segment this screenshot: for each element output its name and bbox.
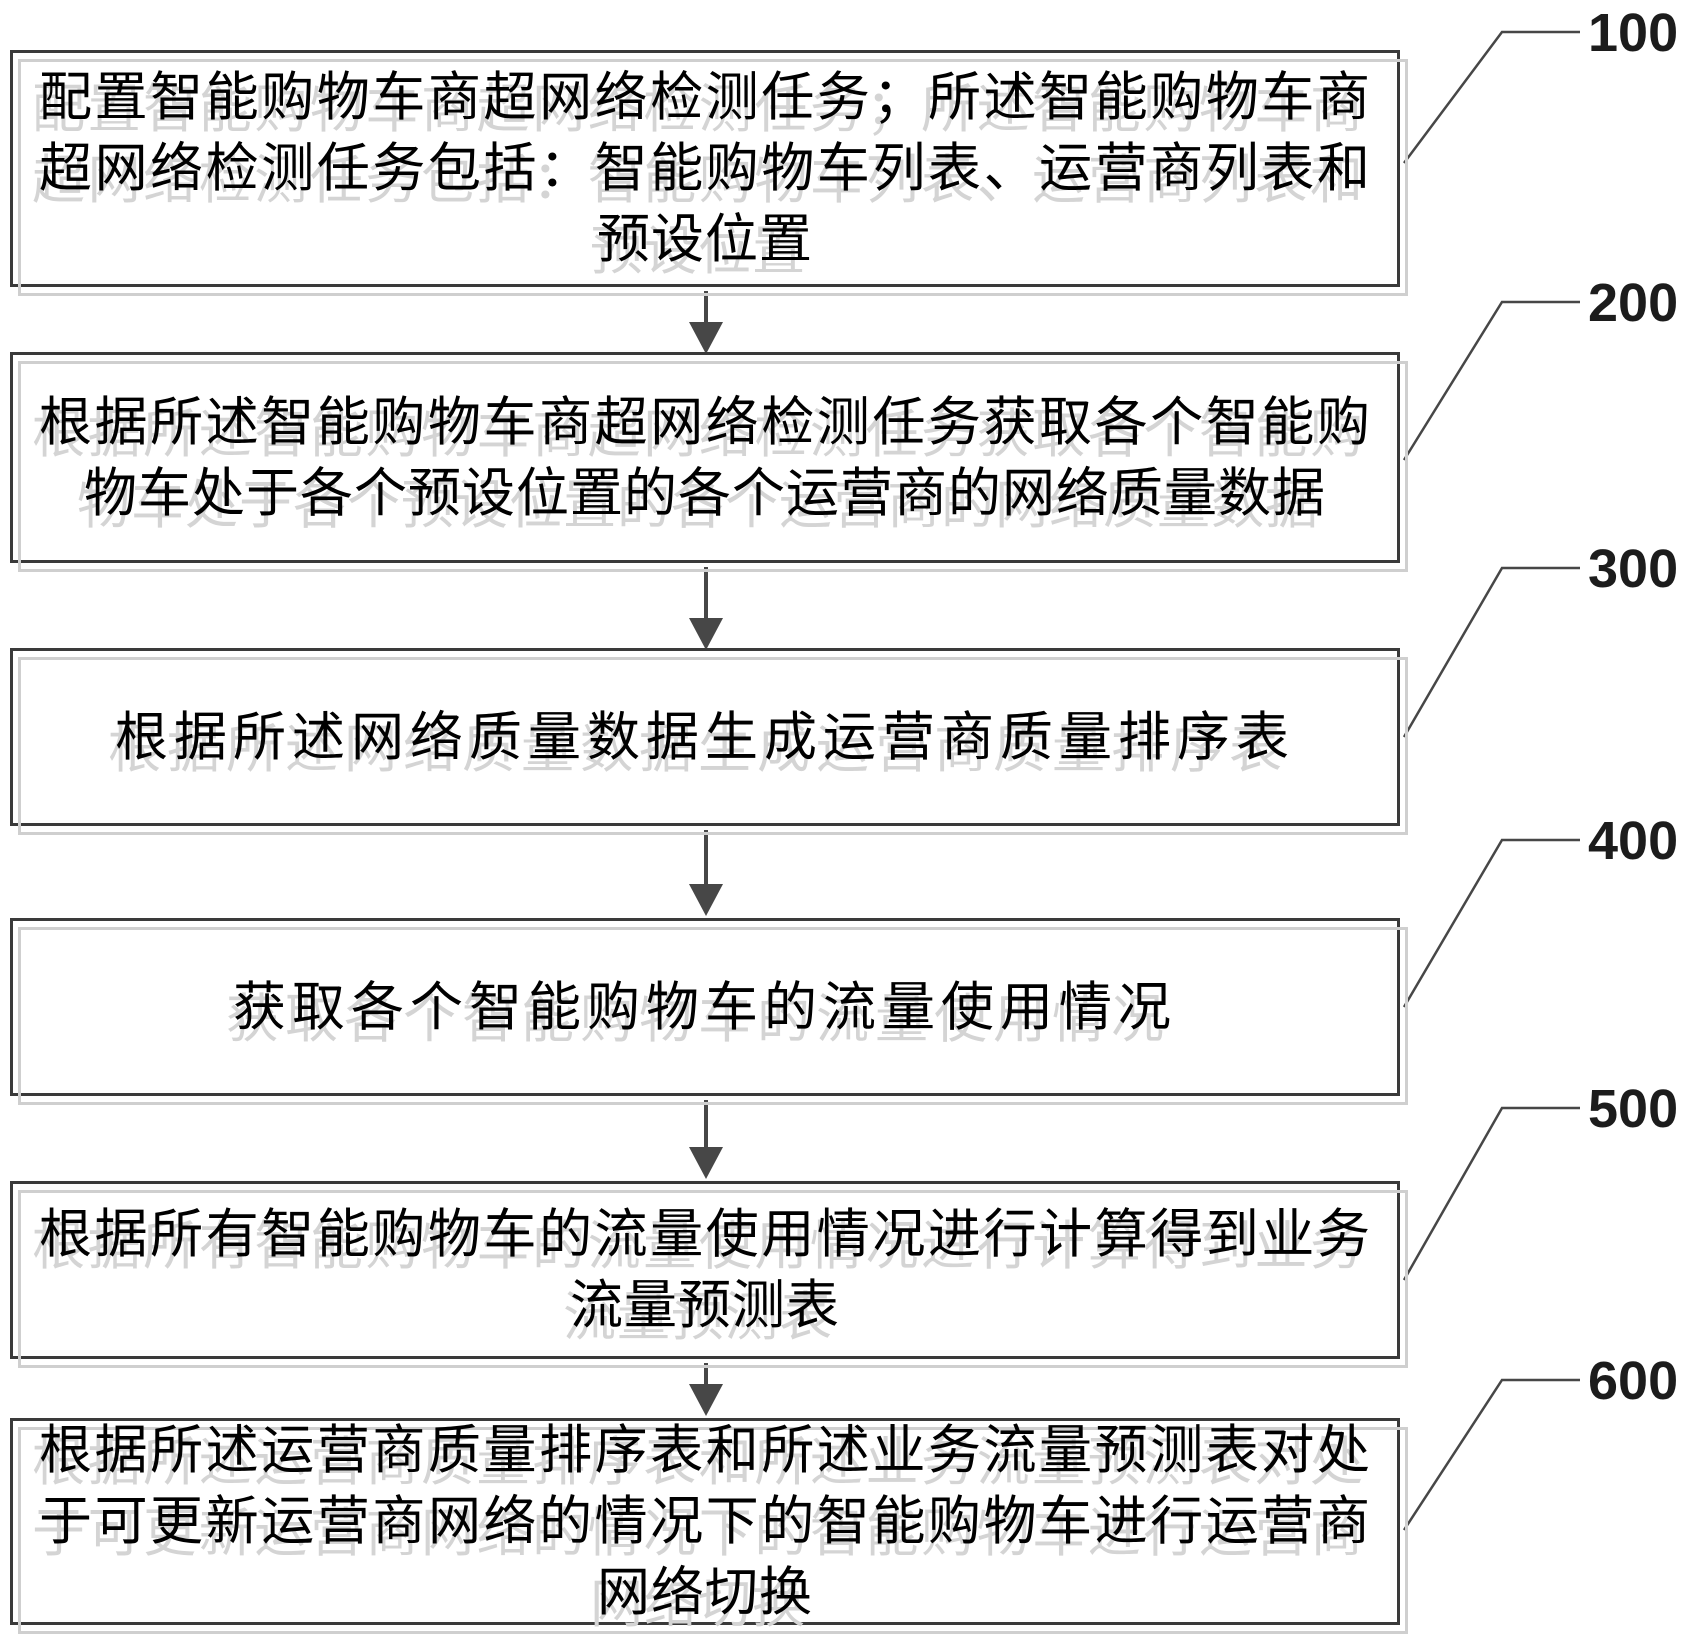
leader-line-500: [1402, 1106, 1580, 1281]
flow-step-text-200: 根据所述智能购物车商超网络检测任务获取各个智能购物车处于各个预设位置的各个运营商…: [39, 391, 1371, 524]
flow-step-box-500: 根据所有智能购物车的流量使用情况进行计算得到业务流量预测表: [10, 1181, 1400, 1359]
leader-line-400: [1402, 838, 1580, 1008]
flow-step-text-100: 配置智能购物车商超网络检测任务；所述智能购物车商超网络检测任务包括：智能购物车列…: [39, 67, 1371, 270]
step-ref-label-300: 300: [1588, 539, 1679, 599]
flow-step-box-400: 获取各个智能购物车的流量使用情况: [10, 918, 1400, 1096]
leader-line-300: [1402, 566, 1580, 738]
flow-step-box-100: 配置智能购物车商超网络检测任务；所述智能购物车商超网络检测任务包括：智能购物车列…: [10, 50, 1400, 287]
flow-step-text-500: 根据所有智能购物车的流量使用情况进行计算得到业务流量预测表: [39, 1204, 1371, 1336]
step-ref-label-500: 500: [1588, 1079, 1679, 1139]
flow-step-text-400: 获取各个智能购物车的流量使用情况: [233, 976, 1177, 1038]
flow-arrow-1-to-2: [689, 291, 723, 354]
flow-arrow-3-to-4: [689, 830, 723, 916]
flow-step-box-600: 根据所述运营商质量排序表和所述业务流量预测表对处于可更新运营商网络的情况下的智能…: [10, 1418, 1400, 1625]
leader-line-100: [1402, 30, 1580, 164]
leader-line-600: [1402, 1378, 1580, 1531]
step-ref-label-200: 200: [1588, 273, 1679, 333]
leader-line-200: [1402, 300, 1580, 461]
flow-step-text-600: 根据所述运营商质量排序表和所述业务流量预测表对处于可更新运营商网络的情况下的智能…: [39, 1420, 1371, 1623]
step-ref-label-600: 600: [1588, 1351, 1679, 1411]
step-ref-label-100: 100: [1588, 3, 1679, 63]
step-ref-label-400: 400: [1588, 811, 1679, 871]
flow-arrow-5-to-6: [689, 1363, 723, 1416]
flow-arrow-4-to-5: [689, 1100, 723, 1179]
flow-arrow-2-to-3: [689, 567, 723, 650]
flow-step-text-300: 根据所述网络质量数据生成运营商质量排序表: [115, 706, 1295, 768]
flow-step-box-200: 根据所述智能购物车商超网络检测任务获取各个智能购物车处于各个预设位置的各个运营商…: [10, 352, 1400, 563]
flow-step-box-300: 根据所述网络质量数据生成运营商质量排序表: [10, 648, 1400, 826]
